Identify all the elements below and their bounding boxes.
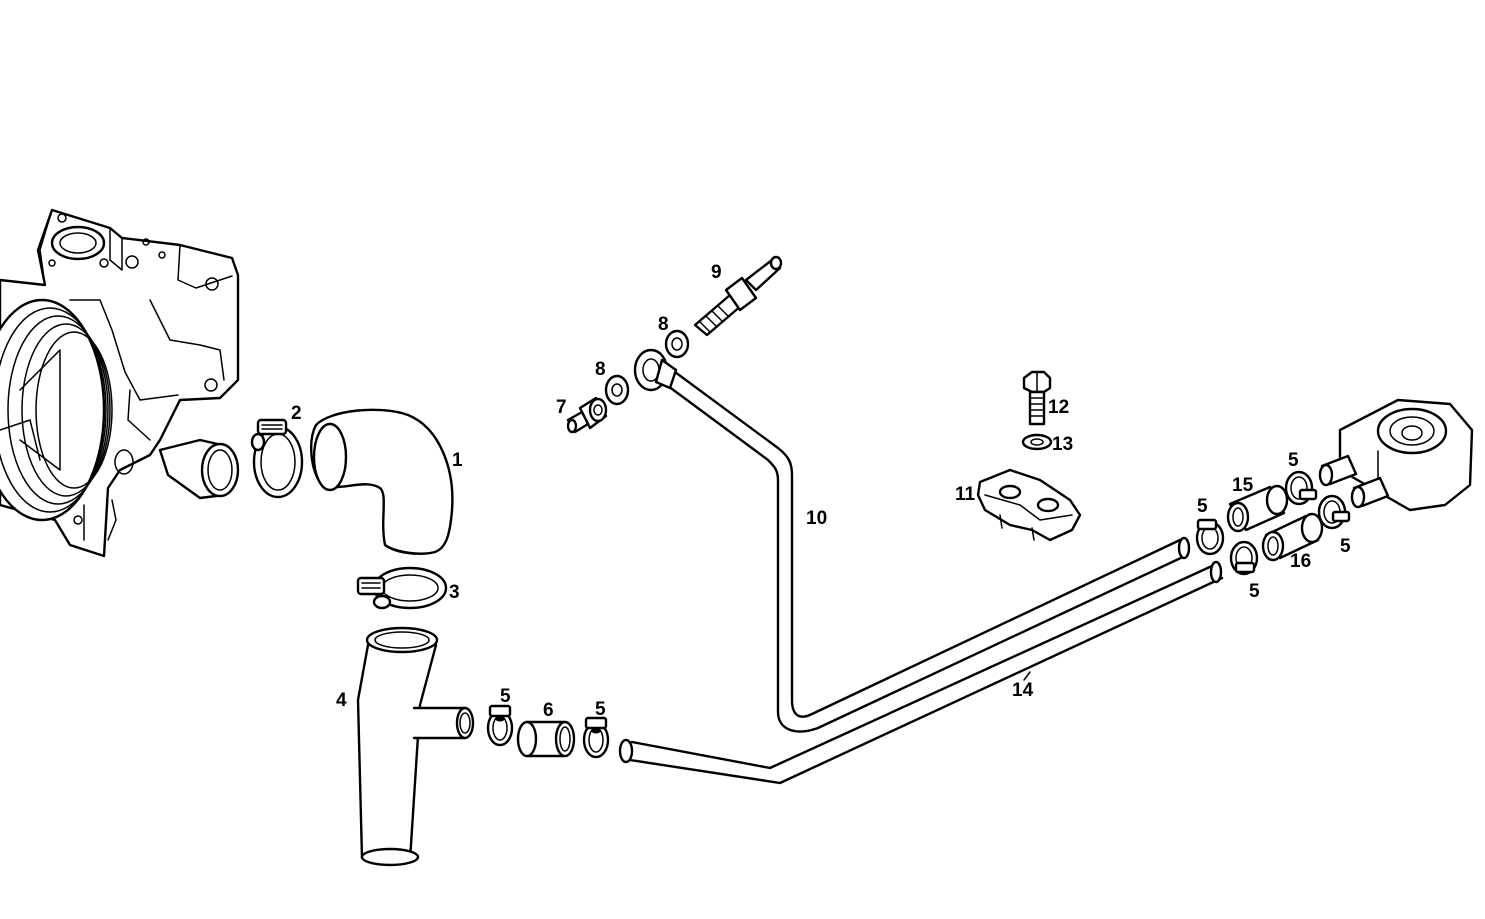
clip-11 xyxy=(976,468,1082,542)
pipe-14 xyxy=(618,560,1224,785)
leader-line-14 xyxy=(1023,671,1031,681)
callout-5e: 5 xyxy=(1288,450,1299,471)
hose-piece-15 xyxy=(1226,484,1289,533)
callout-5c: 5 xyxy=(1197,496,1208,517)
hose-piece-16 xyxy=(1261,512,1324,562)
callout-12: 12 xyxy=(1048,397,1069,418)
callout-1: 1 xyxy=(452,450,463,471)
pipe-10 xyxy=(633,348,1191,733)
washer-8b xyxy=(604,374,630,406)
callout-labels: 1 2 3 4 5 5 5 5 5 5 6 7 8 8 9 10 11 12 1… xyxy=(291,262,1351,721)
callout-14: 14 xyxy=(1012,680,1034,701)
callout-2: 2 xyxy=(291,403,302,424)
hose-clamp-5b xyxy=(582,716,610,759)
elbow-hose-1 xyxy=(310,408,454,555)
callout-4: 4 xyxy=(336,690,347,711)
fitting-7 xyxy=(566,396,608,434)
washer-8a xyxy=(664,329,690,359)
callout-8a: 8 xyxy=(658,314,669,335)
callout-6: 6 xyxy=(543,700,554,721)
callout-7: 7 xyxy=(556,397,567,418)
callout-3: 3 xyxy=(449,582,460,603)
callout-8b: 8 xyxy=(595,359,606,380)
hose-clamp-5a xyxy=(486,704,514,747)
bolt-12 xyxy=(1022,370,1052,426)
washer-13 xyxy=(1021,433,1053,451)
filter-head xyxy=(1318,398,1474,512)
callout-10: 10 xyxy=(806,508,827,529)
callout-9: 9 xyxy=(711,262,722,283)
callout-5b: 5 xyxy=(595,699,606,720)
callout-11: 11 xyxy=(955,484,976,505)
callout-13: 13 xyxy=(1052,434,1073,455)
callout-15: 15 xyxy=(1232,475,1254,496)
callout-5a: 5 xyxy=(500,686,511,707)
tube-4 xyxy=(356,626,475,867)
banjo-bolt-9 xyxy=(693,255,783,337)
hose-piece-6 xyxy=(516,720,576,758)
callout-5f: 5 xyxy=(1340,536,1351,557)
hose-clamp-2 xyxy=(250,418,304,499)
hose-clamp-5c xyxy=(1195,518,1225,556)
callout-16: 16 xyxy=(1290,551,1311,572)
hose-clamp-3 xyxy=(356,566,448,610)
pump-housing xyxy=(0,208,240,558)
callout-5d: 5 xyxy=(1249,581,1260,602)
hose-clamp-5e xyxy=(1284,470,1318,506)
hose-clamp-5d xyxy=(1229,540,1259,576)
hose-clamp-5f xyxy=(1317,494,1351,530)
